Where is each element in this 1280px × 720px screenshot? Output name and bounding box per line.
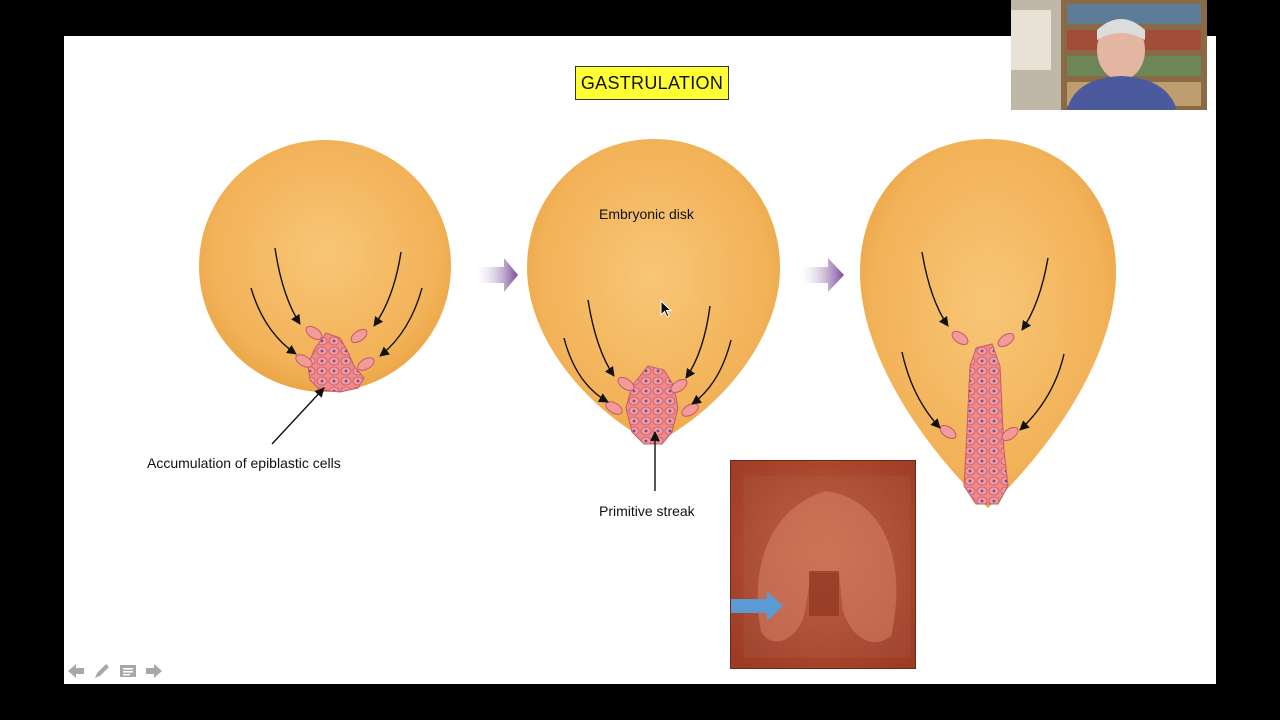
pen-icon[interactable] <box>92 661 112 681</box>
arrow-right-icon[interactable] <box>144 661 164 681</box>
embryonic-disk-label: Embryonic disk <box>599 206 694 222</box>
primitive-streak-cells <box>625 365 679 445</box>
slide-title: GASTRULATION <box>575 66 729 100</box>
stage-3-disk <box>860 139 1116 508</box>
stage-arrow-1 <box>476 258 518 292</box>
presentation-slide: GASTRULATION Accumulation of epiblastic … <box>64 36 1216 684</box>
gastrulation-diagram <box>199 139 1116 508</box>
arrow-left-icon[interactable] <box>66 661 86 681</box>
embryo-micrograph <box>730 460 916 669</box>
slide-menu-icon[interactable] <box>118 661 138 681</box>
slideshow-controls <box>66 661 164 681</box>
stage-2-disk <box>527 139 780 491</box>
photo-blue-arrow <box>731 591 783 621</box>
primitive-streak-label: Primitive streak <box>599 503 695 519</box>
mouse-cursor-icon <box>660 300 672 318</box>
stage-arrow-2 <box>800 258 844 292</box>
presenter-webcam <box>1011 0 1207 110</box>
accumulation-label: Accumulation of epiblastic cells <box>147 455 341 471</box>
elongated-streak-cells <box>963 343 1009 505</box>
stage-1-disk <box>199 140 451 445</box>
